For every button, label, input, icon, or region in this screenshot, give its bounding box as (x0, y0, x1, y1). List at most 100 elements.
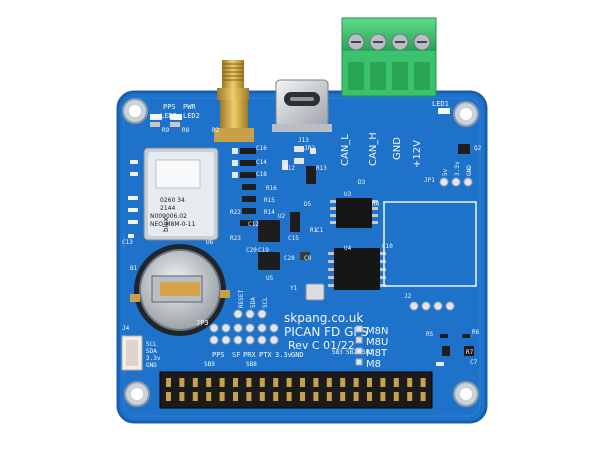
header-pin (166, 392, 171, 401)
header-pin (393, 378, 399, 387)
designator-r2: R2 (212, 127, 220, 134)
designator-r8: R8 (182, 127, 190, 134)
solder-option-m8: M8 (366, 359, 381, 370)
solder-option-m8t: M8T (366, 348, 388, 359)
gps-module (143, 147, 219, 241)
board-product: PICAN FD GPS (284, 325, 368, 339)
designator-r16: R16 (266, 185, 277, 192)
designator-c18: C18 (256, 171, 267, 178)
designator-u5: U5 (266, 275, 274, 282)
pin-label-reset: RESET (238, 290, 245, 308)
designator-j2: J2 (404, 293, 412, 300)
mounting-holes (122, 98, 479, 407)
header-pin (259, 378, 265, 387)
designator-sb8: SB8 (246, 361, 257, 368)
pin-label-pps: PPS (212, 351, 225, 359)
designator-r14: R14 (264, 209, 275, 216)
designator-j4: J4 (122, 325, 130, 332)
gps-line-1: N009006.02 (150, 213, 187, 220)
header-pin (246, 392, 252, 401)
j4-pin-sda: SDA (146, 348, 157, 355)
header-pin (166, 378, 171, 387)
header-pin (179, 378, 185, 387)
j2-pads (409, 301, 455, 311)
led-label-pwr: PWR (183, 103, 196, 111)
designator-c19: C19 (258, 247, 269, 254)
led-label-led2: LED2 (183, 112, 200, 120)
designator-r13: R13 (316, 165, 327, 172)
designator-c1: C1 (316, 227, 324, 234)
solder-option-m8u: M8U (366, 337, 388, 348)
header-pin (326, 392, 332, 401)
header-pin (179, 392, 185, 401)
solder-option-pads (355, 325, 363, 366)
small-ics (258, 166, 316, 270)
header-pin (353, 392, 359, 401)
header-pin (353, 378, 359, 387)
designator-r23: R23 (230, 235, 241, 242)
designator-c8: C8 (304, 255, 312, 262)
terminal-label-gnd: GND (392, 137, 403, 160)
designator-b1: B1 (130, 265, 138, 272)
designator-u3: U3 (344, 191, 352, 198)
header-pin (367, 392, 372, 401)
designator-sb2: SB2 (346, 349, 357, 356)
pin-label-prx: PRX (243, 351, 256, 359)
board-brand: skpang.co.uk (284, 311, 363, 325)
board-revision: Rev C 01/22 (288, 339, 355, 352)
led-label-pps: PPS (163, 103, 176, 111)
jp1-pin-5v: 5v (442, 168, 449, 176)
designator-q2: Q2 (474, 145, 482, 152)
gps-line-2: 2144 (160, 205, 175, 212)
right-smd-parts (436, 334, 474, 366)
header-pin (233, 378, 238, 387)
led-label-led1: LED1 (432, 100, 449, 108)
designator-c10: C10 (382, 243, 393, 250)
header-pin (380, 392, 386, 401)
designator-y1: Y1 (290, 285, 298, 292)
coin-cell-holder (130, 244, 230, 336)
gps-line-3: 0260 34 (160, 197, 185, 204)
header-pin (233, 392, 238, 401)
designator-u6: U6 (206, 239, 214, 246)
header-pin (340, 378, 346, 387)
designator-r4: R4 (372, 201, 380, 208)
status-leds (150, 114, 182, 127)
header-pin (273, 378, 279, 387)
designator-c20: C20 (246, 247, 257, 254)
designator-c13: C13 (122, 239, 133, 246)
j4-connector (121, 335, 143, 371)
pin-label-sda: SDA (250, 297, 257, 308)
sma-connector (214, 60, 254, 142)
header-pin (219, 378, 225, 387)
designator-r22: R22 (230, 209, 241, 216)
designator-d3: D3 (358, 179, 366, 186)
header-pin (313, 392, 319, 401)
resistor-ladder (232, 148, 256, 226)
header-pin (313, 378, 319, 387)
designator-sb9: SB9 (204, 361, 215, 368)
passive-components-left (128, 160, 138, 238)
solder-option-m8n: M8N (366, 326, 388, 337)
gpio-header-40pin (159, 371, 433, 409)
header-pin (340, 392, 346, 401)
header-pin (367, 378, 372, 387)
jp3-pads (209, 309, 279, 345)
pin-label-scl: SCL (262, 297, 269, 308)
q2-transistor (458, 144, 470, 154)
terminal-label-can-l: CAN_L (340, 134, 351, 166)
power-supply-outline (383, 201, 477, 287)
header-pin (219, 392, 225, 401)
pin-label-33v: 3.3v (275, 351, 292, 359)
designator-u4: U4 (344, 245, 352, 252)
designator-c7: C7 (470, 359, 478, 366)
header-pin (206, 378, 212, 387)
designator-r1: R1 (310, 227, 318, 234)
header-pin (192, 392, 198, 401)
header-pin (407, 378, 413, 387)
led-label-led3: LED3 (160, 112, 177, 120)
terminal-label-can-h: CAN_H (368, 132, 379, 166)
j4-pin-gnd: GND (146, 362, 157, 369)
designator-sb1: SB1 (362, 349, 373, 356)
